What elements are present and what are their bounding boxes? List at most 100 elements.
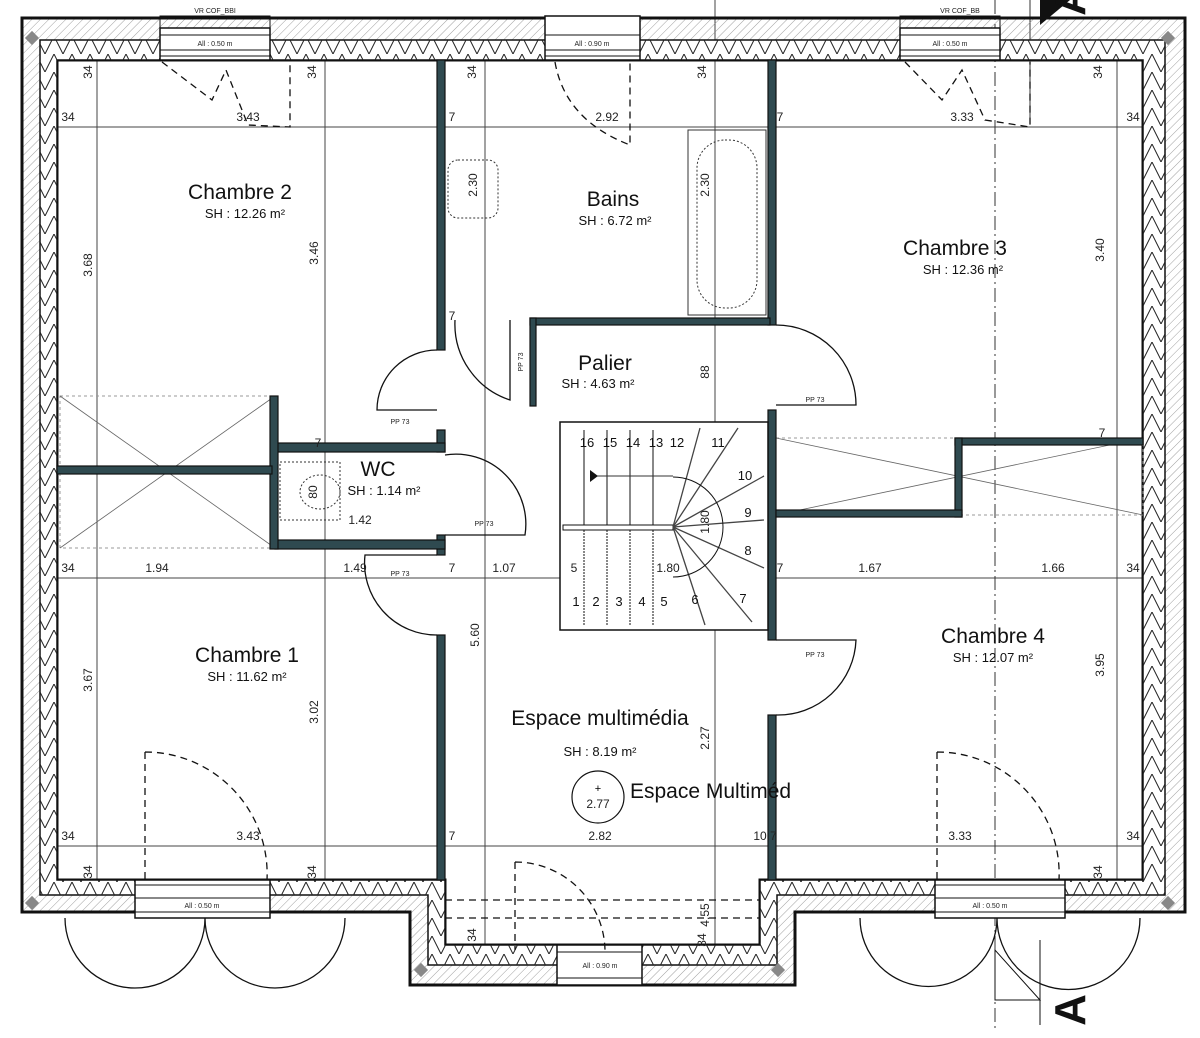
dimension-label: 34 xyxy=(695,65,709,79)
step-number: 10 xyxy=(738,468,752,483)
step-number: 2 xyxy=(592,594,599,609)
section-label: A xyxy=(1046,994,1095,1026)
room-area-chambre-3: SH : 12.36 m² xyxy=(923,262,1004,277)
dimension-label: 2.30 xyxy=(466,173,480,197)
step-number: 13 xyxy=(649,435,663,450)
step-number: 11 xyxy=(711,435,725,450)
dimension-label: 34 xyxy=(465,928,479,942)
window-tag: VR COF_BBI xyxy=(194,8,236,15)
dimension-label: 1.66 xyxy=(1041,561,1065,575)
room-area-chambre-2: SH : 12.26 m² xyxy=(205,206,286,221)
step-number: 7 xyxy=(739,591,746,606)
dimension-label: 34 xyxy=(305,865,319,879)
window-bottom-left: All : 0.50 m xyxy=(64,879,346,989)
staircase: 1 2 3 4 5 6 7 8 9 10 11 12 13 14 15 16 xyxy=(559,421,769,631)
corner-marker-icon xyxy=(24,30,40,46)
room-name-espace-multimedia: Espace multimédia xyxy=(511,707,689,730)
dimension-label: 88 xyxy=(698,365,712,379)
window-sill-label: All : 0.50 m xyxy=(932,41,967,48)
step-number: 14 xyxy=(626,435,640,450)
dimension-label: 2.27 xyxy=(698,726,712,750)
dimension-label: 3.95 xyxy=(1093,653,1107,677)
dimension-label: 1.07 xyxy=(492,561,516,575)
dimension-label: 2.82 xyxy=(588,829,612,843)
room-tag-espace-multimedia: Espace Multiméd xyxy=(630,780,791,803)
dimension-label: 3.68 xyxy=(81,253,95,277)
corner-marker-icon xyxy=(413,962,429,978)
window-bottom-right: All : 0.50 m xyxy=(859,879,1141,991)
dimension-label: 34 xyxy=(305,65,319,79)
dimension-label: 1.49 xyxy=(343,561,367,575)
room-name-palier: Palier xyxy=(578,352,632,375)
room-labels: Chambre 2 SH : 12.26 m² Bains SH : 6.72 … xyxy=(188,181,1045,824)
step-number: 8 xyxy=(744,543,751,558)
dimension-label: 3.43 xyxy=(236,110,260,124)
toilet-icon xyxy=(279,461,341,521)
room-name-chambre-3: Chambre 3 xyxy=(903,237,1007,260)
dimension-label: 34 xyxy=(61,561,75,575)
door-label: PP 73 xyxy=(518,352,525,371)
dimension-label: 4.55 xyxy=(698,903,712,927)
room-name-chambre-1: Chambre 1 xyxy=(195,644,299,667)
step-number: 4 xyxy=(638,594,645,609)
room-area-chambre-1: SH : 11.62 m² xyxy=(207,669,287,684)
dimension-label: 34 xyxy=(81,865,95,879)
level-value: 2.77 xyxy=(586,797,610,811)
dimension-label: 7 xyxy=(777,561,784,575)
door-label: PP 73 xyxy=(391,419,410,426)
dimension-label: 7 xyxy=(315,436,322,450)
room-name-wc: WC xyxy=(361,458,396,481)
dimension-label: 1.42 xyxy=(348,513,372,527)
door-label: PP 73 xyxy=(806,652,825,659)
level-marker: + 2.77 xyxy=(571,770,625,824)
dimension-label: 7 xyxy=(449,110,456,124)
dimension-label: 7 xyxy=(1099,426,1106,440)
window-sill-label: All : 0.90 m xyxy=(582,963,617,970)
dimension-label: 3.67 xyxy=(81,668,95,692)
door-label: PP 73 xyxy=(391,571,410,578)
room-area-bains: SH : 6.72 m² xyxy=(579,213,653,228)
door-label: PP 73 xyxy=(475,521,494,528)
interior-walls xyxy=(56,59,1144,881)
dimension-label: 1.80 xyxy=(656,561,680,575)
corner-marker-icon xyxy=(1160,895,1176,911)
dimension-label: 1.94 xyxy=(145,561,169,575)
corner-marker-icon xyxy=(24,895,40,911)
dimension-label: 34 xyxy=(61,829,75,843)
window-top-center: All : 0.90 m xyxy=(544,15,641,61)
room-name-chambre-2: Chambre 2 xyxy=(188,181,292,204)
stair-direction-arrow-icon xyxy=(590,470,598,482)
dimension-label: 3.43 xyxy=(236,829,260,843)
window-sill-label: All : 0.50 m xyxy=(184,903,219,910)
dimension-label: 34 xyxy=(1126,110,1140,124)
dimension-label: 80 xyxy=(306,485,320,499)
room-area-wc: SH : 1.14 m² xyxy=(348,483,422,498)
corner-marker-icon xyxy=(1160,30,1176,46)
window-tag: VR COF_BB xyxy=(940,8,980,15)
window-bottom-center: All : 0.90 m xyxy=(556,944,643,986)
dimension-label: 2.30 xyxy=(698,173,712,197)
dimension-label: 7 xyxy=(449,309,456,323)
dimension-label: 3.46 xyxy=(307,241,321,265)
dimension-label: 34 xyxy=(81,65,95,79)
window-top-left: VR COF_BBI All : 0.50 m xyxy=(159,8,271,61)
doors xyxy=(144,61,1060,951)
dimension-label: 2.92 xyxy=(595,110,619,124)
dimension-label: 5 xyxy=(571,561,578,575)
step-number: 6 xyxy=(691,592,698,607)
dimension-label: 34 xyxy=(1126,561,1140,575)
room-name-bains: Bains xyxy=(587,188,640,211)
step-number: 1 xyxy=(572,594,579,609)
step-number: 9 xyxy=(744,505,751,520)
dimension-label: 3.33 xyxy=(948,829,972,843)
step-number: 3 xyxy=(615,594,622,609)
step-number: 16 xyxy=(580,435,594,450)
dimension-label: 34 xyxy=(465,65,479,79)
door-label: PP 73 xyxy=(806,397,825,404)
window-top-right: VR COF_BB All : 0.50 m xyxy=(899,8,1001,61)
dimension-label: 1.80 xyxy=(698,510,712,534)
window-sill-label: All : 0.50 m xyxy=(197,41,232,48)
window-sill-label: All : 0.50 m xyxy=(972,903,1007,910)
step-number: 15 xyxy=(603,435,617,450)
